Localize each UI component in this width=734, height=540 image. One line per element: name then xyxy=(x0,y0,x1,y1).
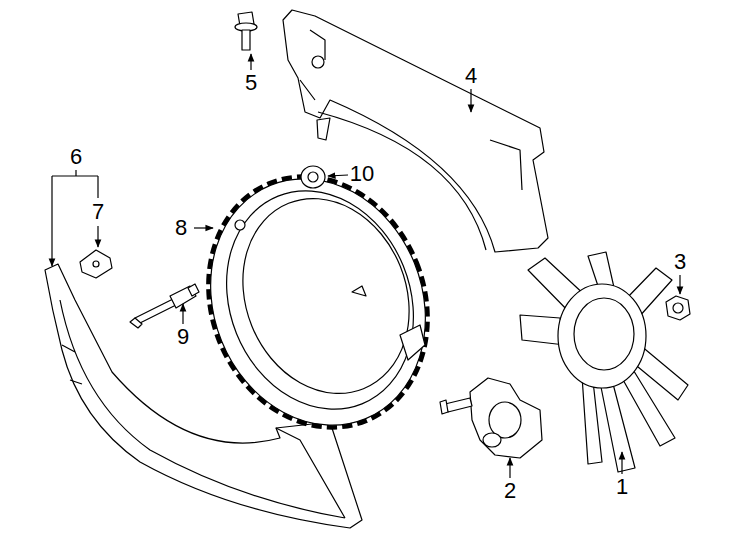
callout-number: 4 xyxy=(465,65,477,87)
stud xyxy=(135,298,178,324)
callout-number: 2 xyxy=(504,480,516,502)
clip xyxy=(80,250,112,278)
fan xyxy=(520,252,688,472)
upper-shroud xyxy=(283,10,548,252)
callout-number: 6 xyxy=(70,146,82,168)
callout-number: 1 xyxy=(616,476,628,498)
fan-ring-outer xyxy=(174,146,461,458)
grommet xyxy=(301,166,325,188)
fan-clutch xyxy=(470,378,542,458)
leader-lines xyxy=(52,54,680,478)
callout-number: 8 xyxy=(175,217,187,239)
callout-number: 10 xyxy=(350,163,374,185)
callout-number: 9 xyxy=(177,326,189,348)
callout-number: 7 xyxy=(92,201,104,223)
callout-number: 3 xyxy=(674,251,686,273)
nut xyxy=(666,296,690,320)
callout-number: 5 xyxy=(245,72,257,94)
